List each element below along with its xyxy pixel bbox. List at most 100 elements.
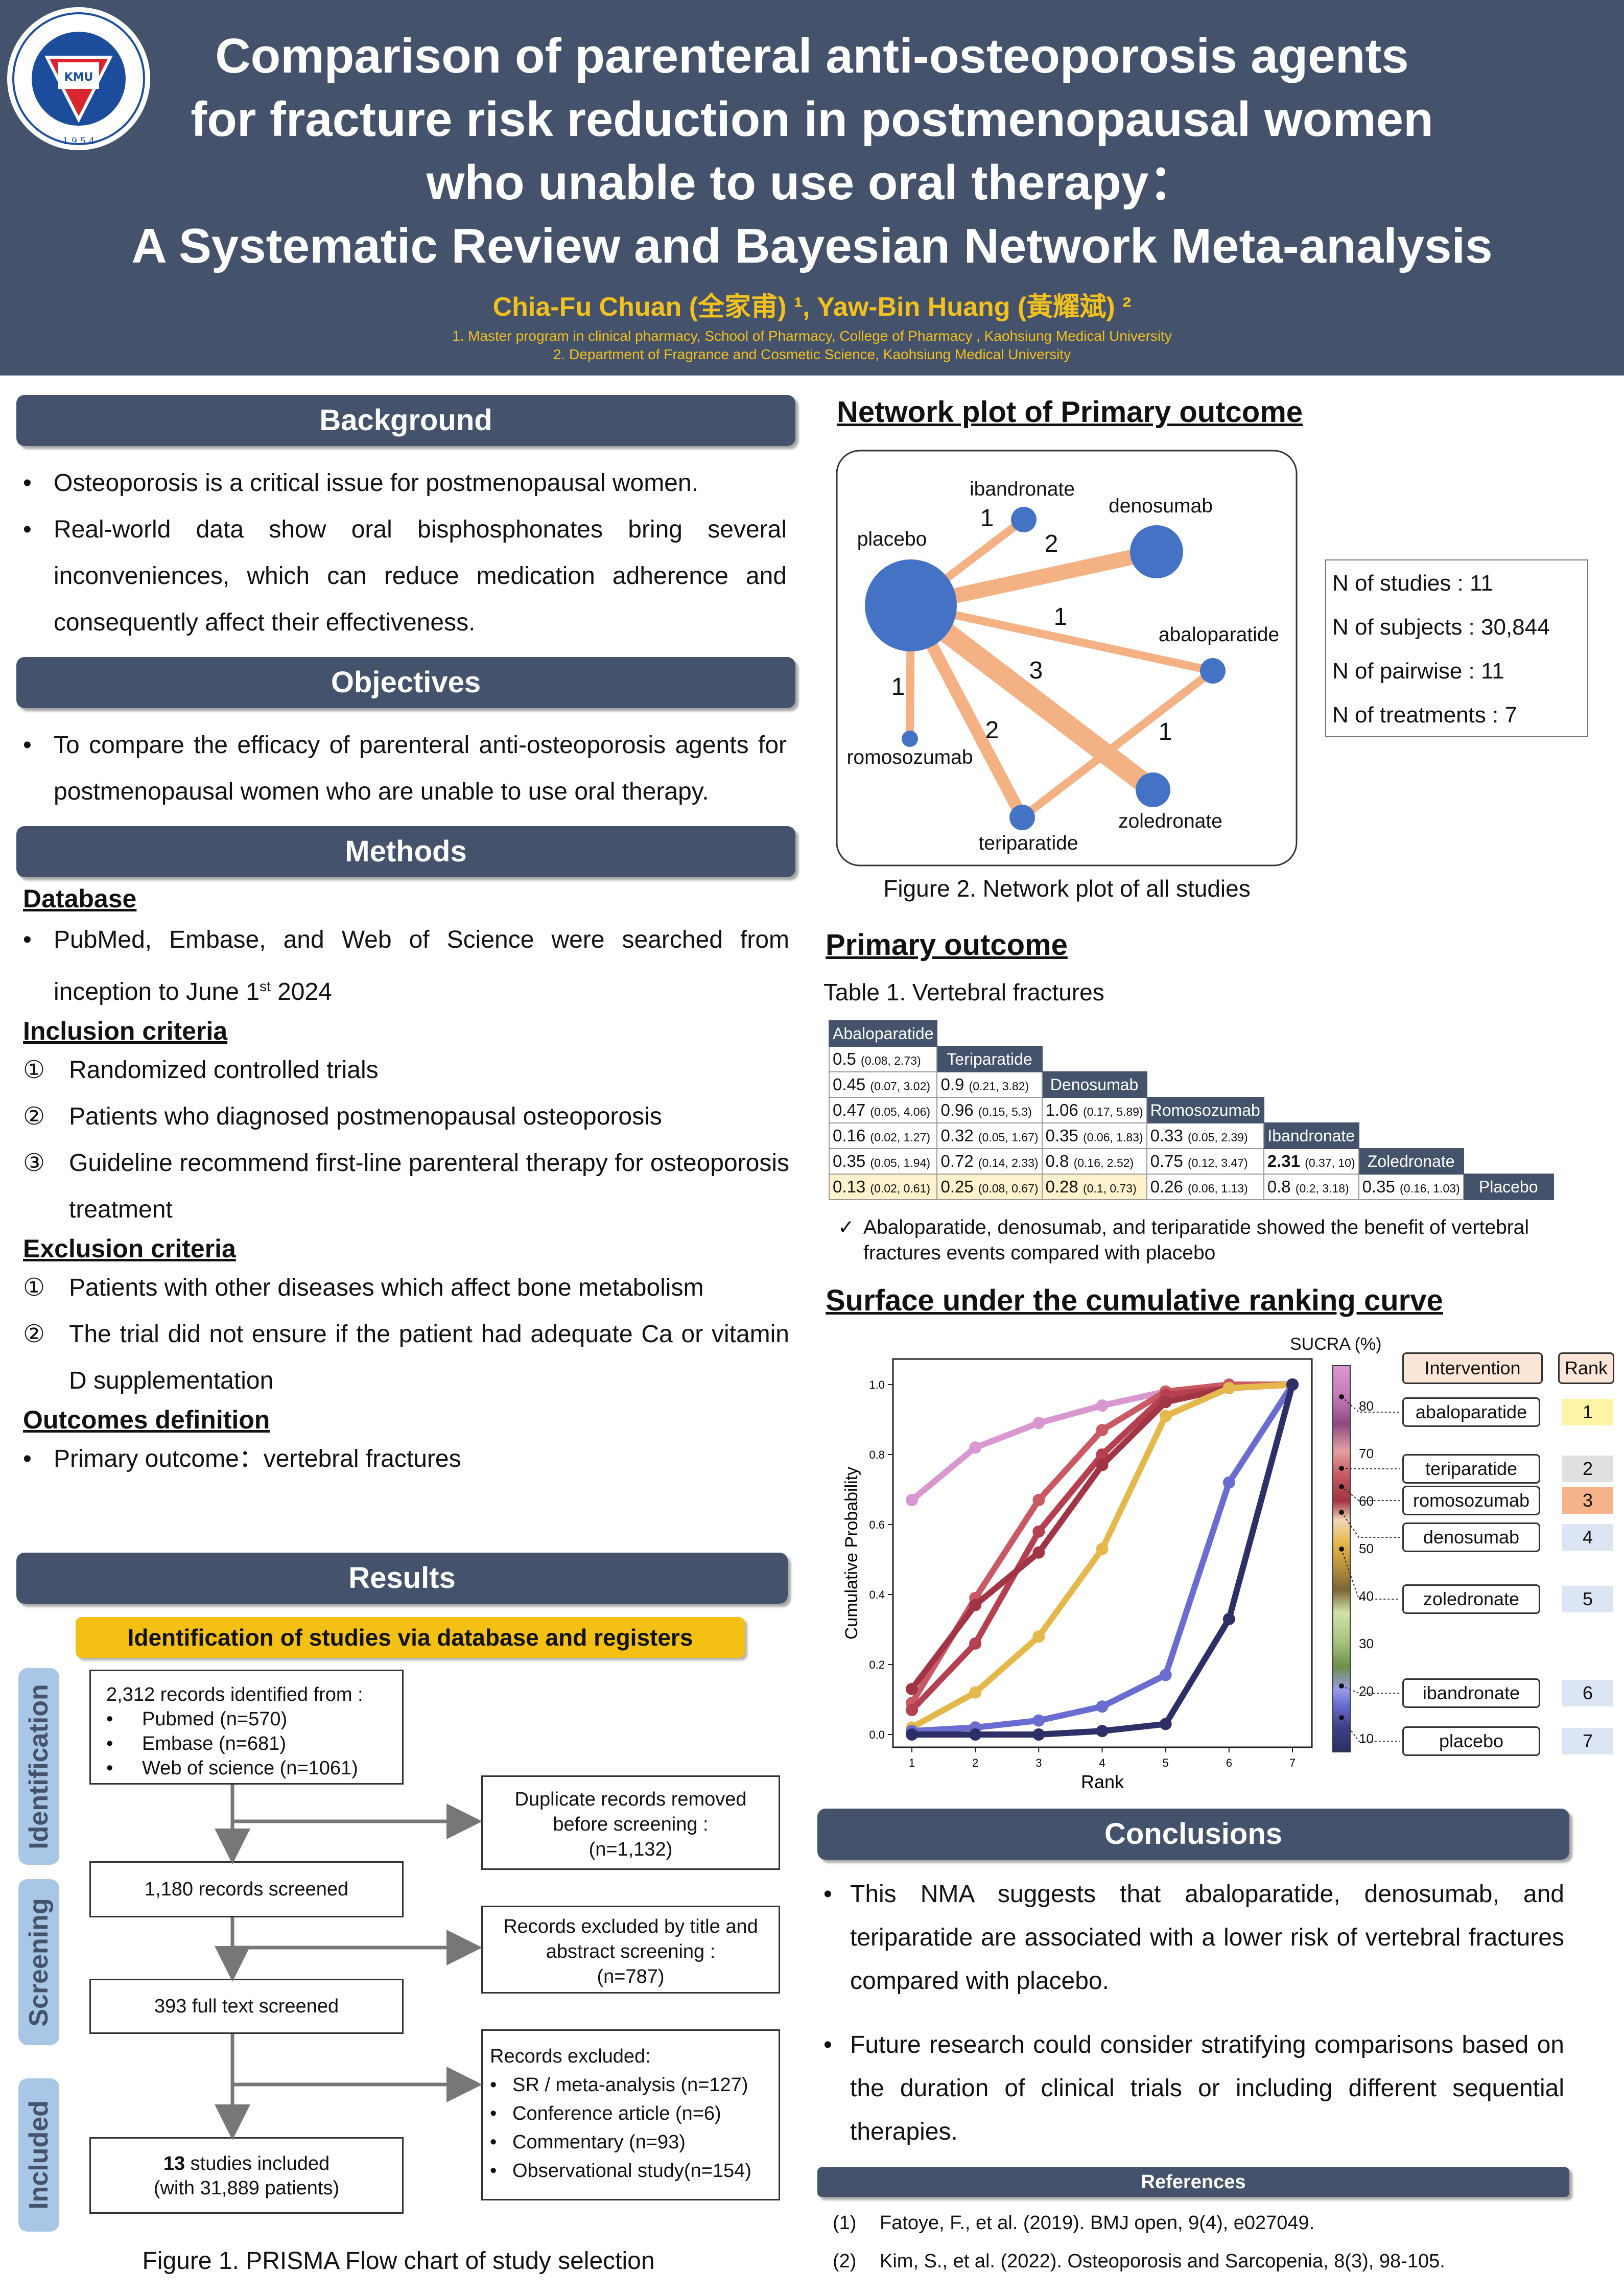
- series-point: [1096, 1459, 1109, 1471]
- node-label-romosozumab: romosozumab: [846, 746, 973, 768]
- legend-rank: 1: [1562, 1399, 1613, 1425]
- reference-item: (2)Kim, S., et al. (2022). Osteoporosis …: [833, 2251, 1445, 2272]
- conclusion-bullet: •This NMA suggests that abaloparatide, d…: [823, 1881, 1564, 1995]
- y-tick-label: 0.8: [869, 1448, 885, 1461]
- league-cell: 0.9 (0.21, 3.82): [936, 1071, 1043, 1098]
- edge-abaloparatide-teriparatide: [1018, 667, 1217, 822]
- series-point: [1286, 1378, 1299, 1391]
- x-axis-label: Rank: [1081, 1771, 1124, 1792]
- node-teriparatide: [1009, 805, 1035, 830]
- prisma-title: Identification of studies via database a…: [76, 1617, 745, 1658]
- figure2-caption: Figure 2. Network plot of all studies: [883, 875, 1251, 902]
- conclusions-heading: Conclusions: [817, 1809, 1569, 1860]
- series-point: [969, 1637, 982, 1650]
- league-header: Teriparatide: [936, 1046, 1043, 1072]
- league-cell: 0.26 (0.06, 1.13): [1146, 1174, 1264, 1200]
- y-tick-label: 0.4: [869, 1588, 885, 1601]
- y-axis-label: Cumulative Probability: [842, 1467, 861, 1639]
- legend-rank: 4: [1562, 1524, 1613, 1551]
- league-cell: 0.96 (0.15, 5.3): [936, 1097, 1043, 1123]
- network-stats-box: N of studies : 11 N of subjects : 30,844…: [1325, 559, 1588, 737]
- full-text-screened-box: 393 full text screened: [89, 1979, 404, 2034]
- league-cell: 0.72 (0.14, 2.33): [936, 1148, 1043, 1175]
- league-cell: 0.16 (0.02, 1.27): [828, 1122, 938, 1149]
- objectives-bullet: •To compare the efficacy of parenteral a…: [23, 732, 787, 805]
- records-screened-box: 1,180 records screened: [89, 1861, 404, 1917]
- node-zoledronate: [1136, 772, 1170, 807]
- x-tick-label: 4: [1099, 1756, 1105, 1769]
- series-point: [1032, 1417, 1045, 1430]
- node-label-ibandronate: ibandronate: [970, 478, 1075, 500]
- exclusion-heading: Exclusion criteria: [23, 1234, 236, 1263]
- legend-header-intervention: Intervention: [1402, 1352, 1543, 1384]
- league-cell: 0.5 (0.08, 2.73): [828, 1046, 938, 1072]
- node-label-abaloparatide: abaloparatide: [1159, 624, 1279, 646]
- series-point: [1096, 1448, 1109, 1461]
- objectives-heading: Objectives: [16, 657, 795, 708]
- legend-intervention: denosumab: [1402, 1522, 1540, 1552]
- legend-rank: 7: [1562, 1728, 1613, 1754]
- legend-rank: 6: [1562, 1680, 1613, 1706]
- poster-title-line-1: Comparison of parenteral anti-osteoporos…: [215, 29, 1409, 83]
- records-identified-box: 2,312 records identified from : •Pubmed …: [89, 1670, 404, 1785]
- exclusion-reason: •Conference article (n=6): [490, 2103, 721, 2124]
- league-header: Denosumab: [1041, 1071, 1147, 1098]
- colorbar-tick: 20: [1359, 1683, 1374, 1699]
- table-note: ✓Abaloparatide, denosumab, and teriparat…: [838, 1216, 1529, 1264]
- conclusions-section: •This NMA suggests that abaloparatide, d…: [823, 1872, 1564, 2153]
- series-point: [1032, 1546, 1045, 1559]
- node-label-denosumab: denosumab: [1109, 495, 1213, 517]
- league-header: Romosozumab: [1146, 1097, 1264, 1123]
- league-cell: 1.06 (0.17, 5.89): [1041, 1097, 1147, 1123]
- x-tick-label: 5: [1163, 1756, 1169, 1769]
- edge-label: 1: [891, 673, 905, 700]
- league-cell: 0.35 (0.16, 1.03): [1358, 1174, 1464, 1200]
- stage-screening: Screening: [18, 1879, 59, 2045]
- outcomes-heading: Outcomes definition: [23, 1405, 270, 1434]
- colorbar-tick: 80: [1359, 1398, 1374, 1414]
- legend-rank: 5: [1562, 1586, 1613, 1612]
- league-cell: 2.31 (0.37, 10): [1263, 1148, 1359, 1175]
- node-label-placebo: placebo: [857, 528, 927, 550]
- node-abaloparatide: [1200, 658, 1226, 684]
- network-stat: N of subjects : 30,844: [1332, 615, 1550, 640]
- league-cell: 0.45 (0.07, 3.02): [828, 1071, 938, 1098]
- inclusion-heading: Inclusion criteria: [23, 1017, 228, 1045]
- league-header: Ibandronate: [1263, 1122, 1359, 1149]
- poster-title-line-4: A Systematic Review and Bayesian Network…: [131, 219, 1493, 273]
- series-point: [969, 1728, 982, 1741]
- x-tick-label: 1: [909, 1756, 915, 1769]
- league-cell: 0.75 (0.12, 3.47): [1146, 1148, 1264, 1175]
- network-stat: N of studies : 11: [1332, 571, 1493, 596]
- exclusion-reason: •SR / meta-analysis (n=127): [490, 2074, 748, 2096]
- records-source: •Pubmed (n=570): [106, 1708, 288, 1730]
- colorbar-tick: 40: [1359, 1588, 1374, 1604]
- records-identified-title: 2,312 records identified from :: [106, 1684, 363, 1705]
- series-point: [969, 1686, 982, 1699]
- edge-label: 1: [980, 505, 994, 532]
- records-source: •Embase (n=681): [106, 1733, 286, 1754]
- methods-heading: Methods: [16, 826, 795, 877]
- series-point: [1222, 1381, 1235, 1394]
- references-heading: References: [817, 2167, 1569, 2197]
- edge-label: 1: [1054, 603, 1068, 630]
- series-point: [906, 1704, 918, 1717]
- league-header: Zoledronate: [1358, 1148, 1464, 1175]
- background-section: •Osteoporosis is a critical issue for po…: [23, 460, 787, 646]
- league-cell: 0.47 (0.05, 4.06): [828, 1097, 938, 1123]
- series-point: [1222, 1612, 1235, 1625]
- university-logo: KMU · 1 9 5 4 ·: [7, 7, 150, 150]
- series-point: [1096, 1424, 1109, 1437]
- colorbar-tick: 30: [1359, 1636, 1374, 1651]
- edge-placebo-zoledronate: [901, 595, 1163, 800]
- full-text-excluded-box: Records excluded: •SR / meta-analysis (n…: [481, 2029, 780, 2200]
- legend-intervention: romosozumab: [1402, 1486, 1540, 1515]
- x-tick-label: 7: [1289, 1756, 1296, 1769]
- affiliation-2: 2. Department of Fragrance and Cosmetic …: [553, 346, 1071, 362]
- poster-title-line-2: for fracture risk reduction in postmenop…: [191, 92, 1433, 147]
- y-tick-label: 0.0: [869, 1728, 885, 1741]
- node-label-teriparatide: teriparatide: [978, 832, 1078, 854]
